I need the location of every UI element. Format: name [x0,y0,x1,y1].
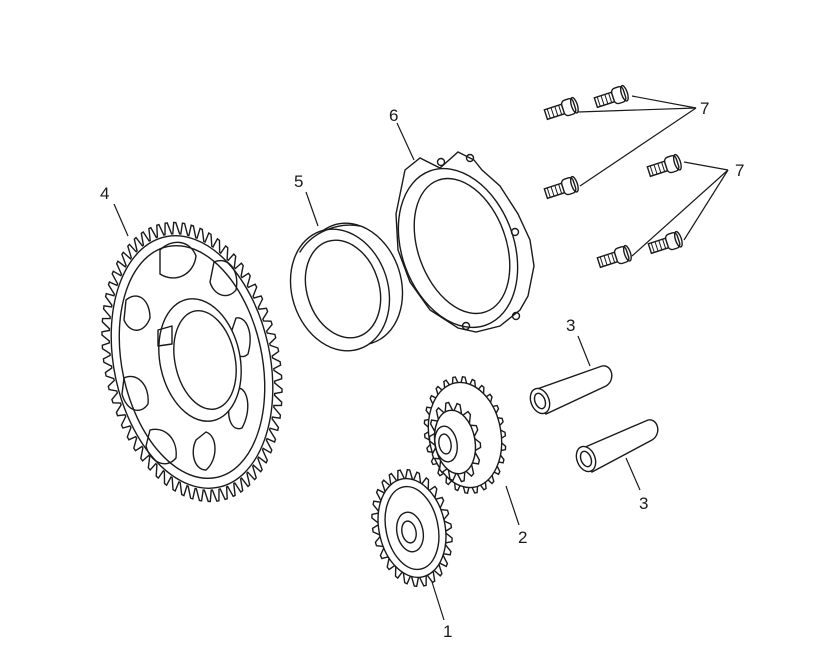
screw-set [543,84,683,269]
screw-2 [593,84,629,109]
screw-5 [596,244,632,269]
callout-1: 1 [443,622,452,641]
pin-top [529,365,613,415]
leader-lines [113,95,729,621]
callout-3-top: 3 [566,316,575,335]
bearing-ring [289,222,404,352]
starter-gear [371,468,453,588]
callout-6: 6 [389,106,398,125]
large-sprocket-gear [101,221,283,503]
clutch-housing [395,151,535,333]
callout-5: 5 [294,172,303,191]
callout-3-bottom: 3 [639,494,648,513]
callout-7-bottom: 7 [735,161,744,180]
callout-4: 4 [100,184,109,203]
screw-3 [543,175,579,200]
callout-2: 2 [518,528,527,547]
callout-7-top: 7 [700,99,709,118]
screw-4 [646,153,682,178]
screw-1 [543,96,579,121]
pin-bottom [575,419,659,473]
idler-gear [423,376,507,494]
screw-6 [647,230,683,255]
